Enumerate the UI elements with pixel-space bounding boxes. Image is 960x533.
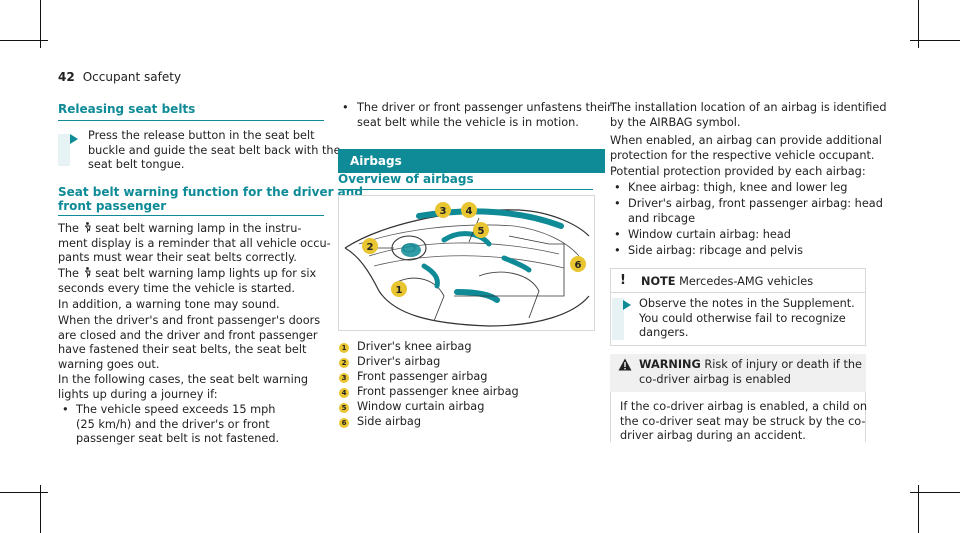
bullet-window: Window curtain airbag: head xyxy=(628,228,791,241)
legend-item: Driver's knee airbag xyxy=(357,340,472,353)
svg-text:3: 3 xyxy=(440,206,447,217)
warning-title-line: WARNING Risk of injury or death if the c… xyxy=(639,358,862,386)
svg-text:5: 5 xyxy=(478,226,485,237)
legend-item: Front passenger knee airbag xyxy=(357,385,519,398)
callout-1: 1 xyxy=(391,281,407,297)
warning-text: If the co-driver airbag is enabled, a ch… xyxy=(620,400,868,442)
warning-border-left xyxy=(610,392,611,442)
bullet-knee: Knee airbag: thigh, knee and lower leg xyxy=(628,181,848,194)
seat-belt-paragraph-4: When the driver's and front passenger's … xyxy=(58,314,321,371)
legend-badge: 5 xyxy=(339,403,349,413)
bullet-driver: Driver's airbag, front passenger airbag:… xyxy=(628,197,883,225)
step-release-seat-belt: Press the release button in the seat bel… xyxy=(88,129,341,171)
heading-releasing-seat-belts: Releasing seat belts xyxy=(58,102,196,116)
airbag-illustration: 1 2 3 4 5 6 xyxy=(338,195,595,331)
airbag-paragraph-3: Potential protection provided by each ai… xyxy=(610,165,866,178)
svg-text:2: 2 xyxy=(367,242,374,253)
heading-rule xyxy=(338,189,593,190)
note-header xyxy=(610,268,866,293)
legend-item: Driver's airbag xyxy=(357,355,441,368)
heading-rule xyxy=(58,120,324,121)
legend-badge: 2 xyxy=(339,358,349,368)
callout-3: 3 xyxy=(435,202,451,218)
seat-belt-paragraph-5: In the following cases, the seat belt wa… xyxy=(58,373,309,401)
airbag-paragraph-2: When enabled, an airbag can provide addi… xyxy=(610,134,882,162)
seat-belt-paragraph-2: The seat belt warning lamp lights up for… xyxy=(58,267,317,295)
bullet-dot: • xyxy=(342,101,349,114)
section-band-airbags: Airbags xyxy=(338,149,605,173)
callout-6: 6 xyxy=(570,256,586,272)
bullet-dot: • xyxy=(62,403,69,416)
legend-badge: 6 xyxy=(339,418,349,428)
bullet-dot: • xyxy=(614,244,621,257)
action-arrow-icon xyxy=(623,300,631,310)
crop-mark xyxy=(40,0,41,48)
crop-mark xyxy=(918,0,919,48)
note-step: Observe the notes in the Supplement.You … xyxy=(639,297,855,339)
callout-4: 4 xyxy=(461,202,477,218)
svg-text:1: 1 xyxy=(396,285,403,296)
page-number: 42 xyxy=(58,70,75,84)
crop-mark xyxy=(0,40,48,41)
bullet-dot: • xyxy=(614,197,621,210)
heading-overview-airbags: Overview of airbags xyxy=(338,172,474,186)
svg-text:6: 6 xyxy=(575,260,582,271)
crop-mark xyxy=(40,485,41,533)
crop-mark xyxy=(918,485,919,533)
legend-item: Front passenger airbag xyxy=(357,370,488,383)
bullet-side: Side airbag: ribcage and pelvis xyxy=(628,244,804,257)
crop-mark xyxy=(910,492,960,493)
step-bar xyxy=(612,298,624,340)
legend-badge: 3 xyxy=(339,373,349,383)
seat-belt-paragraph-3: In addition, a warning tone may sound. xyxy=(58,298,280,311)
crop-mark xyxy=(0,492,48,493)
car-interior-drawing: 1 2 3 4 5 6 xyxy=(339,196,594,330)
step-bar xyxy=(58,134,70,166)
bullet-unfasten: The driver or front passenger unfastens … xyxy=(357,101,612,129)
callout-5: 5 xyxy=(473,222,489,238)
legend-item: Window curtain airbag xyxy=(357,400,485,413)
seat-belt-paragraph-1: The seat belt warning lamp in the instru… xyxy=(58,222,331,264)
airbag-paragraph-1: The installation location of an airbag i… xyxy=(610,101,887,129)
seatbelt-warning-icon xyxy=(84,267,91,278)
warning-triangle-icon xyxy=(618,358,632,371)
bullet-speed: The vehicle speed exceeds 15 mph(25 km/h… xyxy=(76,403,280,445)
note-exclamation-icon: ! xyxy=(620,273,626,288)
heading-rule xyxy=(58,215,324,216)
page-header: 42 Occupant safety xyxy=(58,70,181,84)
note-box xyxy=(610,268,866,346)
action-arrow-icon xyxy=(70,134,78,144)
svg-text:4: 4 xyxy=(466,206,473,217)
crop-mark xyxy=(910,40,960,41)
heading-seat-belt-warning: Seat belt warning function for the drive… xyxy=(58,185,363,213)
bullet-dot: • xyxy=(614,228,621,241)
legend-item: Side airbag xyxy=(357,415,421,428)
warning-header xyxy=(610,354,866,392)
legend-badge: 4 xyxy=(339,388,349,398)
legend-badge: 1 xyxy=(339,343,349,353)
note-title-line: NOTE Mercedes-AMG vehicles xyxy=(641,275,814,288)
section-title: Occupant safety xyxy=(82,70,182,84)
bullet-dot: • xyxy=(614,181,621,194)
warning-border-right xyxy=(865,392,866,442)
seatbelt-warning-icon xyxy=(84,222,91,233)
callout-2: 2 xyxy=(362,238,378,254)
